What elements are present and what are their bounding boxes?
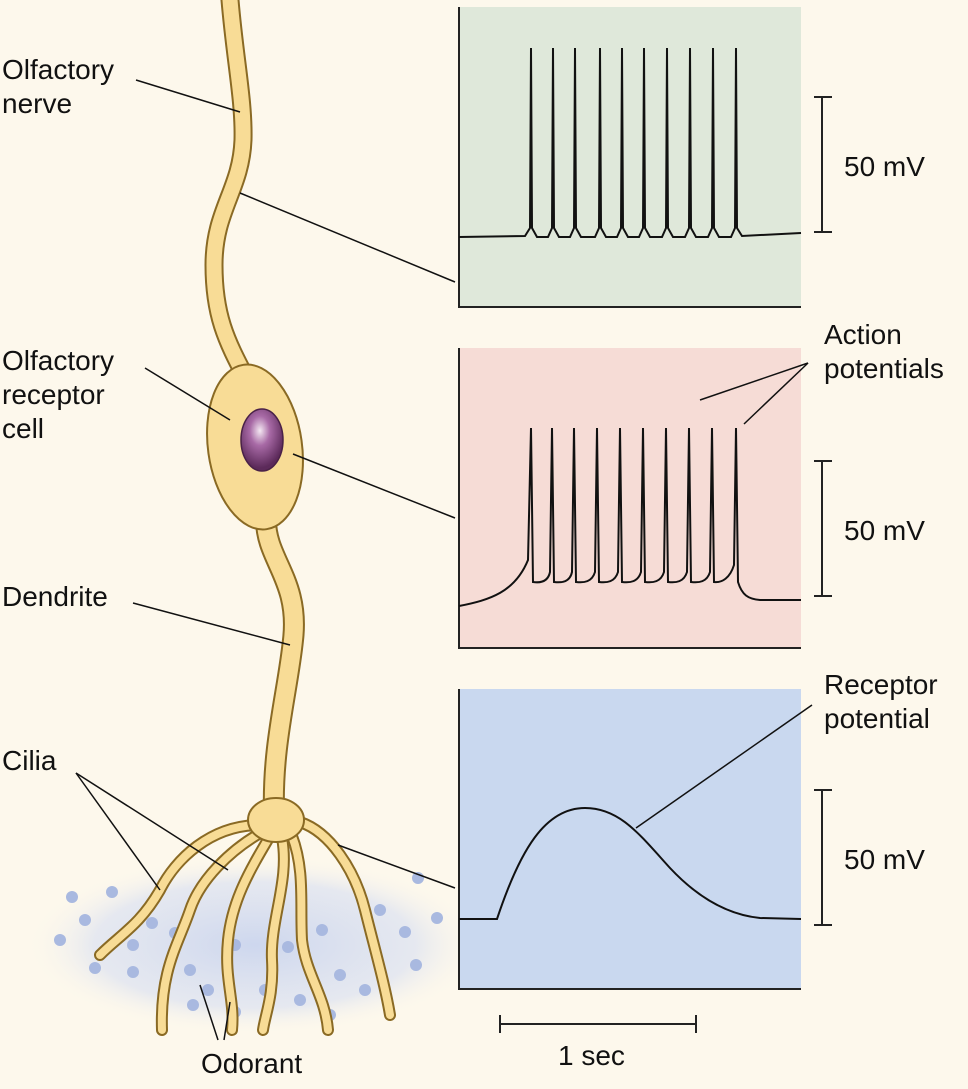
scale-middle-50mv: 50 mV <box>844 515 925 546</box>
scale-bottom-50mv: 50 mV <box>844 844 925 875</box>
dendritic-knob <box>247 797 305 843</box>
panel-top <box>459 7 801 307</box>
time-scale-bar <box>499 1015 697 1033</box>
panel-axes <box>458 7 801 990</box>
label-action-potentials: Action potentials <box>824 319 944 384</box>
leader-lines <box>75 79 813 1041</box>
label-cilia: Cilia <box>2 745 57 776</box>
scale-top-50mv: 50 mV <box>844 151 925 182</box>
label-receptor-potential: Receptor potential <box>824 669 938 734</box>
label-odorant: Odorant <box>201 1048 303 1079</box>
trace-cell-action-potentials <box>458 427 801 607</box>
voltage-scale-bars <box>814 96 832 926</box>
panel-middle <box>459 348 801 648</box>
nucleus <box>240 408 284 472</box>
scale-time-1sec: 1 sec <box>558 1040 625 1071</box>
trace-receptor-potential <box>459 806 802 920</box>
panel-bottom <box>459 689 801 989</box>
label-olfactory-nerve: Olfactory nerve <box>2 54 115 119</box>
label-dendrite: Dendrite <box>2 581 108 612</box>
label-olfactory-receptor-cell: Olfactory receptor cell <box>2 345 115 444</box>
trace-nerve-action-potentials <box>458 47 802 238</box>
